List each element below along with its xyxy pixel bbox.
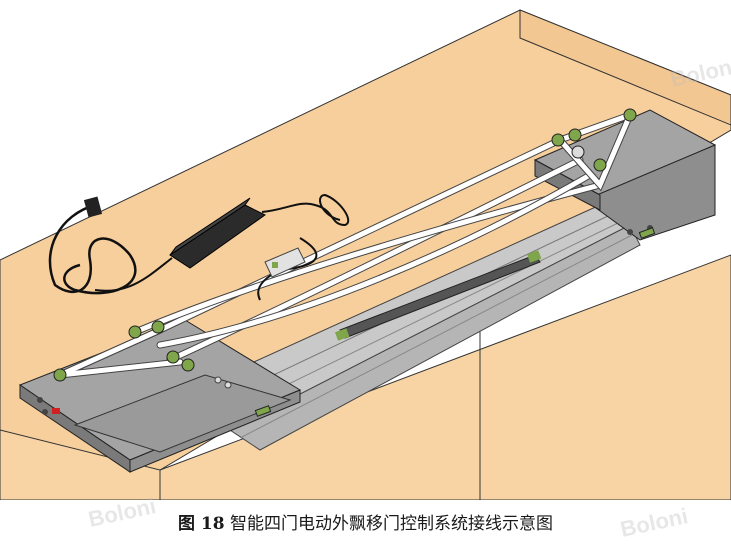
slider-end-left: [334, 328, 350, 341]
cables: [56, 111, 634, 379]
power-cord-left: [48, 203, 137, 295]
pulley-right-4: [593, 158, 607, 172]
figure-caption: 图 18 智能四门电动外飘移门控制系统接线示意图: [0, 508, 731, 540]
pulleys: [53, 108, 637, 382]
power-adapter: [48, 193, 350, 301]
pulley-left-5: [181, 358, 195, 372]
right-motor-lower: [583, 144, 716, 241]
figure-number: 图 18: [178, 514, 225, 534]
pulley-right-2: [568, 128, 582, 142]
pulley-left-1: [53, 368, 67, 382]
pulley-right-3: [623, 108, 637, 122]
wiring-diagram: [0, 9, 731, 500]
cabinet-back-panel: [519, 9, 731, 126]
slider-end-right: [526, 250, 542, 263]
pulley-right-1: [551, 133, 565, 147]
left-motor-lid: [73, 374, 292, 453]
left-motor-led: [52, 408, 60, 414]
rail-track: [168, 204, 641, 451]
adapter-cord-out: [261, 193, 350, 227]
pulley-left-4: [166, 350, 180, 364]
power-plug: [83, 196, 103, 218]
adapter-top: [169, 197, 251, 256]
figure-title: 智能四门电动外飘移门控制系统接线示意图: [229, 514, 553, 534]
pulley-left-3: [151, 320, 165, 334]
controller-module: [264, 247, 306, 278]
pulley-left-2: [128, 325, 142, 339]
pulley-right-5: [571, 145, 585, 159]
left-end-cap: [254, 405, 272, 417]
adapter-cord-in: [94, 257, 173, 292]
right-end-cap: [638, 227, 656, 239]
